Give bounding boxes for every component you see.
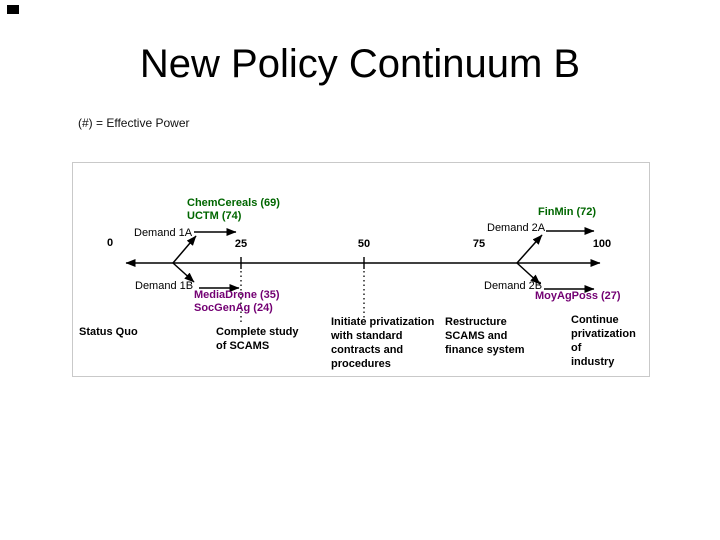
milestone-continue-privatization: Continue privatization of industry [571,314,636,368]
demand-1a-stakeholders: ChemCereals (69) UCTM (74) [187,197,280,222]
axis-tick-50: 50 [357,238,371,250]
milestone-status-quo: Status Quo [79,326,138,338]
demand-1b-diagonal [172,262,195,283]
continuum-axis-graphic [125,227,601,323]
axis-tick-25: 25 [234,238,248,250]
milestone-restructure: Restructure SCAMS and finance system [445,316,525,356]
demand-2b-label: Demand 2B [484,280,543,292]
milestone-initiate-privatization: Initiate privatization with standard con… [331,316,435,370]
demand-2a-label: Demand 2A [487,222,546,234]
demand-1b-stakeholders: MediaDrone (35) SocGenAg (24) [194,289,280,314]
milestone-complete-study: Complete study of SCAMS [216,326,299,352]
demand-2b-diagonal [516,262,541,285]
axis-tick-0: 0 [107,237,114,249]
axis-tick-100: 100 [592,238,612,250]
slide-title: New Policy Continuum B [139,42,581,86]
corner-artifact [7,5,19,14]
legend-note: (#) = Effective Power [78,116,190,130]
demand-1a-label: Demand 1A [134,227,193,239]
axis-tick-75: 75 [472,238,486,250]
demand-2a-diagonal [516,234,543,264]
demand-2b-stakeholders: MoyAgPoss (27) [535,290,621,302]
demand-1b-label: Demand 1B [135,280,194,292]
demand-2a-stakeholders: FinMin (72) [538,206,597,218]
demand-1a-diagonal [172,235,197,264]
continuum-diagram: 0 25 50 75 100 Demand 1A Demand 1B Deman… [72,162,650,377]
